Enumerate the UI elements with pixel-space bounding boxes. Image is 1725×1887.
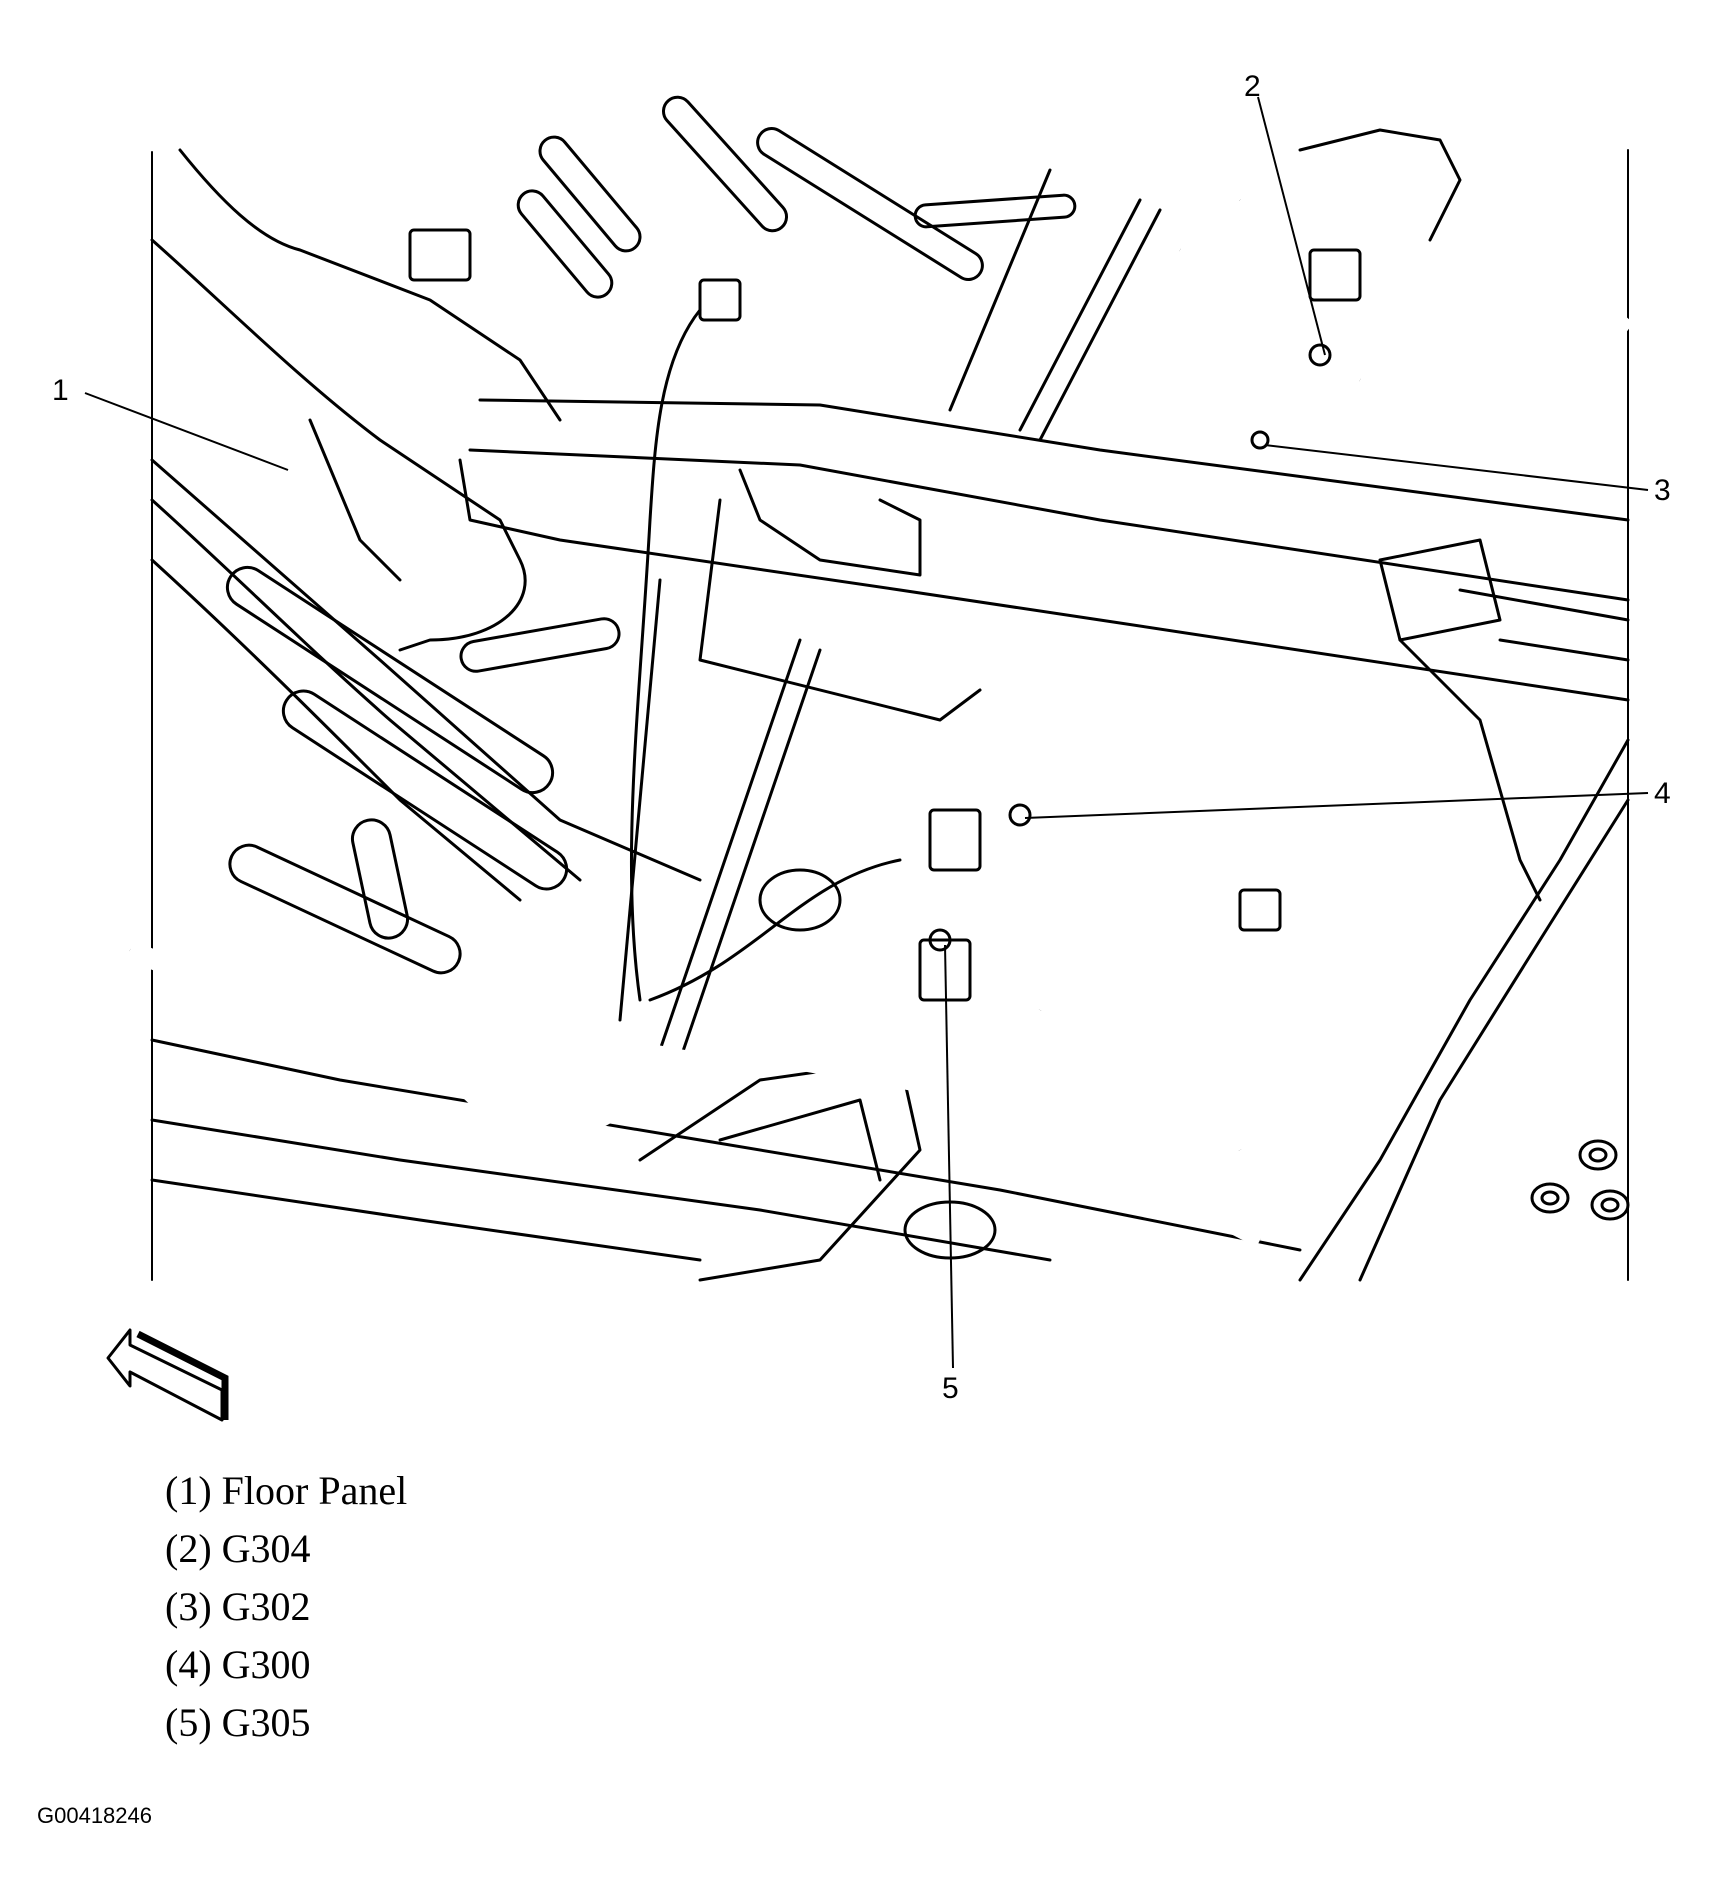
legend: (1) Floor Panel (2) G304 (3) G302 (4) G3… xyxy=(165,1462,407,1752)
legend-item: (4) G300 xyxy=(165,1642,311,1687)
callout-number: 1 xyxy=(52,374,69,407)
vehicle-floor-illustration xyxy=(126,95,1634,1282)
front-direction-arrow-icon xyxy=(106,1328,229,1422)
callout-number: 3 xyxy=(1654,474,1671,507)
callout-leaders xyxy=(84,96,1649,1369)
legend-item: (5) G305 xyxy=(165,1700,311,1745)
legend-item: (1) Floor Panel xyxy=(165,1468,408,1513)
callout-numbers: 1 2 3 4 5 xyxy=(52,70,1671,1405)
callout-number: 4 xyxy=(1654,777,1671,810)
figure-id: G00418246 xyxy=(37,1803,152,1828)
callout-number: 2 xyxy=(1244,70,1261,103)
callout-number: 5 xyxy=(942,1372,959,1405)
legend-item: (3) G302 xyxy=(165,1584,311,1629)
legend-item: (2) G304 xyxy=(165,1526,311,1571)
